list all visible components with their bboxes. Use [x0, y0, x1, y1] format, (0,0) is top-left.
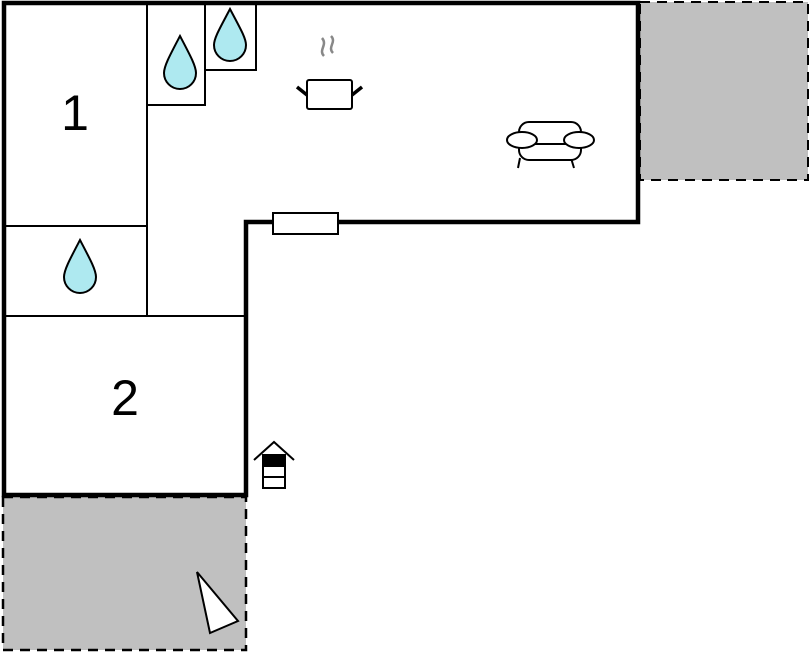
water-drop-icon [162, 33, 198, 90]
north-arrow-icon [196, 571, 240, 635]
terrace-bottom [1, 495, 248, 652]
water-drop-icon [62, 237, 98, 294]
cooking-pot-icon [295, 35, 364, 110]
entrance-icon [253, 440, 295, 489]
outer-walls [1, 0, 641, 498]
water-drop-icon [212, 6, 248, 62]
sofa-icon [506, 121, 595, 169]
interior-walls [4, 2, 257, 317]
room-label-2: 2 [111, 370, 139, 426]
window-icon [272, 212, 339, 235]
room-label-1: 1 [61, 85, 89, 141]
terrace-right [639, 1, 809, 181]
